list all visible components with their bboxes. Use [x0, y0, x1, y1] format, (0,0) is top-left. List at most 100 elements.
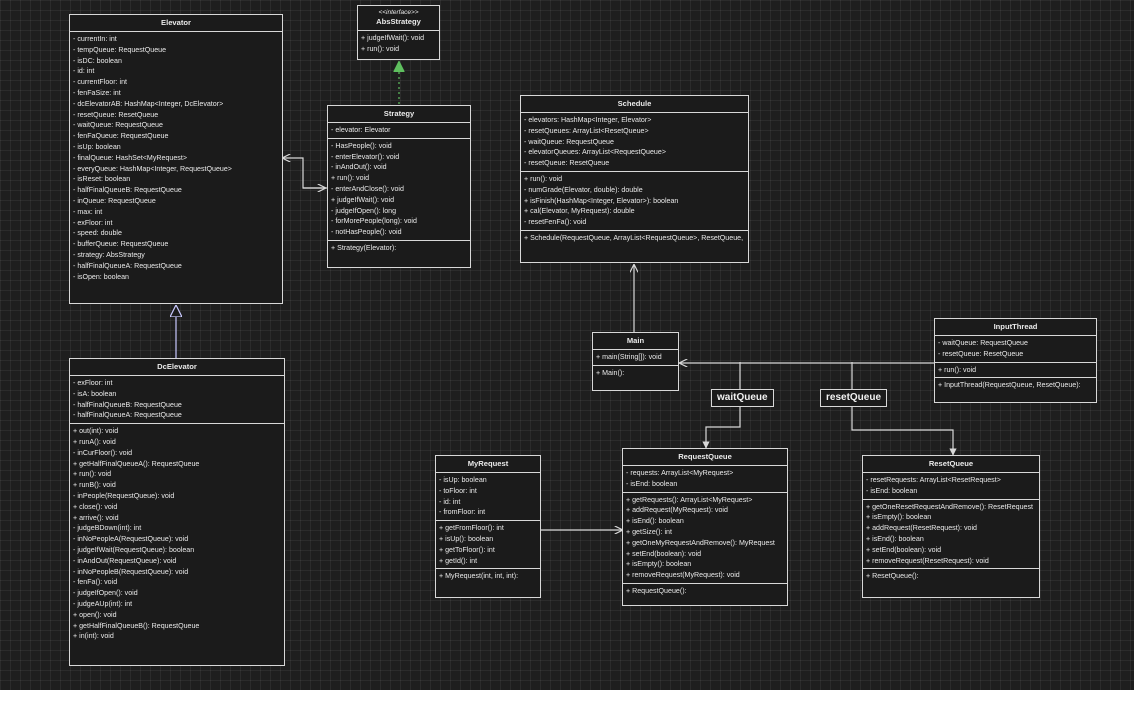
method: + removeRequest(ResetRequest): void	[866, 556, 989, 565]
attribute: - elevators: HashMap<Integer, Elevator>	[524, 116, 652, 124]
attribute: - halfFinalQueueB: RequestQueue	[73, 186, 182, 195]
method: + getToFloor(): int	[439, 545, 495, 554]
class-resetqueue[interactable]: ResetQueue - resetRequests: ArrayList<Re…	[862, 455, 1040, 598]
constructors-section: + Strategy(Elevator):	[328, 241, 470, 256]
association-elevator-strategy	[283, 158, 327, 189]
method: + judgeIfWait(): void	[361, 34, 425, 42]
method: + getHalfFinalQueueB(): RequestQueue	[73, 621, 200, 630]
class-title: MyRequest	[436, 456, 540, 473]
attribute: - halfFinalQueueA: RequestQueue	[73, 261, 182, 270]
class-elevator[interactable]: Elevator - currentIn: int - tempQueue: R…	[69, 14, 283, 304]
attribute: - resetRequests: ArrayList<ResetRequest>	[866, 476, 1001, 484]
attribute: - inQueue: RequestQueue	[73, 196, 156, 205]
method: + judgeIfWait(): void	[331, 195, 395, 204]
method: - enterElevator(): void	[331, 152, 400, 161]
method: + isEmpty(): boolean	[626, 560, 692, 569]
class-myrequest[interactable]: MyRequest - isUp: boolean - toFloor: int…	[435, 455, 541, 598]
method: + run(): void	[331, 174, 370, 183]
method: - numGrade(Elevator, double): double	[524, 185, 643, 194]
resetqueue-label: resetQueue	[820, 389, 888, 407]
constructors-section: + MyRequest(int, int, int):	[436, 569, 540, 584]
class-title: InputThread	[935, 319, 1096, 336]
method: - inAndOut(): void	[331, 163, 387, 172]
methods-section: + getRequests(): ArrayList<MyRequest> + …	[623, 493, 787, 584]
method: + runA(): void	[73, 437, 116, 446]
method: - inNoPeopleA(RequestQueue): void	[73, 535, 189, 544]
method: - HasPeople(): void	[331, 141, 392, 150]
constructor: + Main():	[596, 368, 625, 377]
attribute: - id: int	[73, 67, 95, 76]
method: + run(): void	[938, 365, 977, 374]
methods-section: + getFromFloor(): int + isUp(): boolean …	[436, 521, 540, 570]
constructors-section: + InputThread(RequestQueue, ResetQueue):	[935, 378, 1096, 393]
attribute: - bufferQueue: RequestQueue	[73, 240, 169, 249]
class-main[interactable]: Main + main(String[]): void + Main():	[592, 332, 679, 391]
attributes-section: - requests: ArrayList<MyRequest> - isEnd…	[623, 466, 787, 493]
method: + getOneMyRequestAndRemove(): MyRequest	[626, 538, 775, 547]
attribute: - isOpen: boolean	[73, 272, 129, 281]
method: - judgeAUp(int): int	[73, 599, 133, 608]
method: + setEnd(boolean): void	[626, 549, 702, 558]
method: + isEmpty(): boolean	[866, 513, 932, 522]
constructors-section: + Schedule(RequestQueue, ArrayList<Reque…	[521, 231, 748, 246]
constructor: + MyRequest(int, int, int):	[439, 572, 519, 581]
class-absstrategy[interactable]: <<interface>> AbsStrategy + judgeIfWait(…	[357, 5, 440, 60]
method: + addRequest(MyRequest): void	[626, 506, 728, 515]
class-strategy[interactable]: Strategy - elevator: Elevator - HasPeopl…	[327, 105, 471, 268]
method: - judgeIfOpen(): void	[73, 589, 138, 598]
methods-section: + run(): void	[935, 363, 1096, 379]
method: + arrive(): void	[73, 513, 119, 522]
attribute: - resetQueue: ResetQueue	[938, 349, 1024, 358]
method: + run(): void	[361, 44, 400, 53]
method: + main(String[]): void	[596, 353, 662, 361]
method: + setEnd(boolean): void	[866, 545, 942, 554]
constructor: + Schedule(RequestQueue, ArrayList<Reque…	[524, 233, 744, 242]
attribute: - everyQueue: HashMap<Integer, RequestQu…	[73, 164, 232, 173]
class-dcelevator[interactable]: DcElevator - exFloor: int - isA: boolean…	[69, 358, 285, 666]
attribute: - resetQueues: ArrayList<ResetQueue>	[524, 126, 649, 135]
method: + getFromFloor(): int	[439, 524, 504, 533]
method: - fenFa(): void	[73, 578, 118, 587]
class-title: DcElevator	[70, 359, 284, 376]
footer-band	[0, 690, 1134, 703]
method: + in(int): void	[73, 632, 114, 641]
attribute: - max: int	[73, 207, 103, 216]
attributes-section: - elevator: Elevator	[328, 123, 470, 139]
class-title: Main	[593, 333, 678, 350]
attribute: - waitQueue: RequestQueue	[524, 137, 614, 146]
class-requestqueue[interactable]: RequestQueue - requests: ArrayList<MyReq…	[622, 448, 788, 606]
attributes-section: - resetRequests: ArrayList<ResetRequest>…	[863, 473, 1039, 500]
method: + run(): void	[73, 470, 112, 479]
attribute: - resetQueue: ResetQueue	[524, 159, 610, 168]
attribute: - elevator: Elevator	[331, 126, 391, 134]
attribute: - halfFinalQueueA: RequestQueue	[73, 411, 182, 420]
attribute: - isA: boolean	[73, 389, 117, 398]
attribute: - currentFloor: int	[73, 78, 128, 87]
attribute: - elevatorQueues: ArrayList<RequestQueue…	[524, 148, 666, 157]
method: - forMorePeople(long): void	[331, 217, 417, 226]
class-title: ResetQueue	[863, 456, 1039, 473]
attribute: - finalQueue: HashSet<MyRequest>	[73, 153, 187, 162]
class-schedule[interactable]: Schedule - elevators: HashMap<Integer, E…	[520, 95, 749, 263]
method: - enterAndClose(): void	[331, 184, 404, 193]
attribute: - currentIn: int	[73, 35, 117, 43]
attributes-section: - isUp: boolean - toFloor: int - id: int…	[436, 473, 540, 522]
constructor: + RequestQueue():	[626, 586, 687, 595]
attribute: - isDC: boolean	[73, 56, 122, 65]
method: + getRequests(): ArrayList<MyRequest>	[626, 495, 753, 504]
class-inputthread[interactable]: InputThread - waitQueue: RequestQueue - …	[934, 318, 1097, 403]
attributes-section: - exFloor: int - isA: boolean - halfFina…	[70, 376, 284, 425]
method: + getSize(): int	[626, 527, 672, 536]
methods-section: + getOneResetRequestAndRemove(): ResetRe…	[863, 500, 1039, 570]
method: + getOneResetRequestAndRemove(): ResetRe…	[866, 502, 1033, 511]
attribute: - resetQueue: ResetQueue	[73, 110, 159, 119]
attribute: - waitQueue: RequestQueue	[73, 121, 163, 130]
attribute: - isEnd: boolean	[866, 486, 918, 495]
method: - inNoPeopleB(RequestQueue): void	[73, 567, 189, 576]
attribute: - fromFloor: int	[439, 508, 486, 517]
method: + isUp(): boolean	[439, 534, 494, 543]
attributes-section: - elevators: HashMap<Integer, Elevator> …	[521, 113, 748, 172]
method: + isEnd(): boolean	[866, 534, 924, 543]
attribute: - exFloor: int	[73, 218, 113, 227]
method: + cal(Elevator, MyRequest): double	[524, 207, 635, 216]
